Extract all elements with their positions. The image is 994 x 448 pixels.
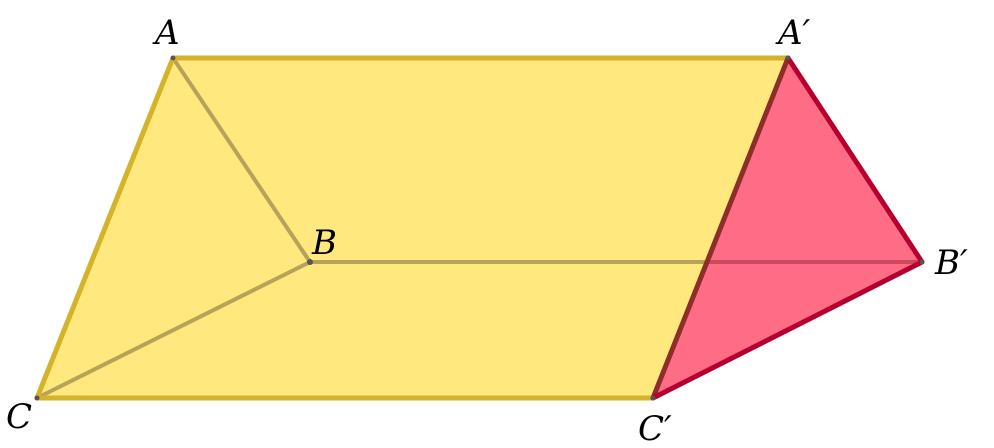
edge-B'C' [650, 259, 925, 401]
hidden-edge-BC [35, 260, 312, 400]
point-C [34, 395, 40, 401]
label-B: B [311, 223, 337, 263]
point-A [170, 55, 176, 61]
label-C-prime: C′ [638, 409, 672, 448]
hidden-edge-AB [171, 56, 312, 264]
point-B [307, 259, 313, 265]
point-C-prime [650, 395, 656, 401]
edge-A'B' [785, 55, 925, 265]
face-AA'C'C [37, 58, 788, 398]
edge-AC [34, 55, 176, 401]
point-A-prime [785, 55, 791, 61]
label-A-prime: A′ [775, 13, 811, 53]
point-B-prime [919, 259, 925, 265]
label-C: C [6, 397, 32, 437]
label-B-prime: B′ [934, 243, 968, 283]
face-A'B'C' [653, 58, 922, 398]
edge-A'C' [650, 55, 791, 401]
label-A: A [152, 13, 180, 53]
